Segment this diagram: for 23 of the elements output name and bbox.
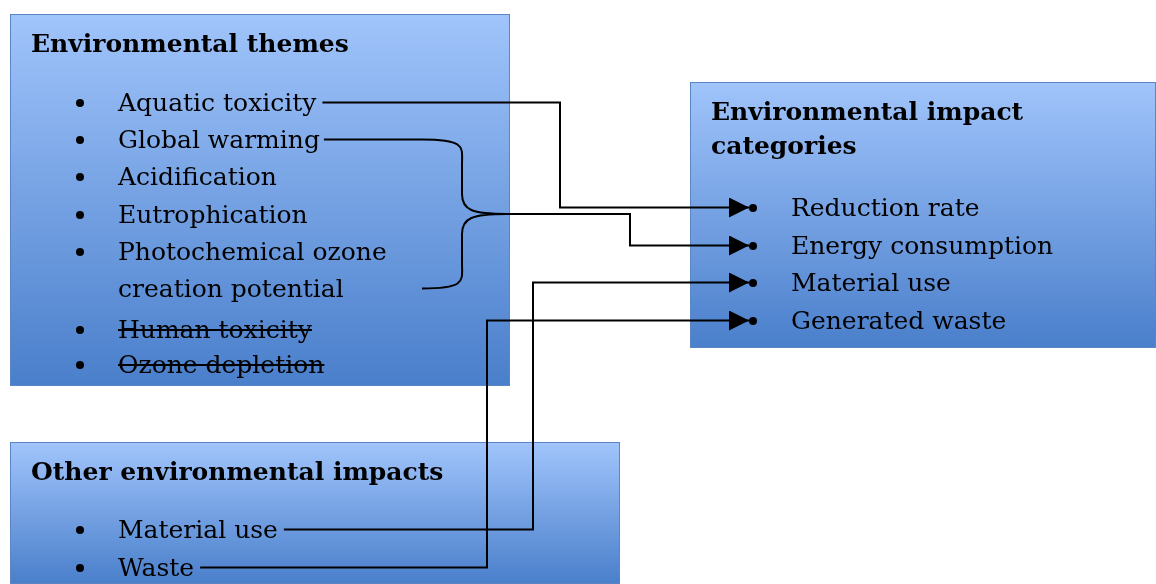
list-item: Global warming — [118, 124, 320, 156]
impact-panel — [10, 442, 620, 584]
panel-heading: Environmental impact categories — [711, 96, 1025, 162]
panel-heading: Environmental themes — [31, 28, 349, 60]
theme-panel — [10, 14, 510, 386]
connector-arrow — [199, 310, 750, 569]
list-item: Photochemical ozone creation potential — [118, 236, 388, 305]
list-item: Waste — [118, 552, 195, 584]
list-item: Generated waste — [791, 305, 1007, 337]
struck-list-item: Human toxicity — [118, 314, 312, 346]
list-item: Material use — [791, 267, 951, 299]
struck-list-item: Ozone depletion — [118, 349, 325, 381]
connector-arrow — [282, 272, 750, 531]
connector-arrow — [321, 101, 750, 218]
list-item: Reduction rate — [791, 192, 980, 224]
list-item: Aquatic toxicity — [118, 87, 317, 119]
list-item: Energy consumption — [791, 230, 1054, 262]
list-item: Acidification — [118, 161, 277, 193]
panel-heading: Other environmental impacts — [31, 456, 444, 488]
list-item: Eutrophication — [118, 199, 308, 231]
category-panel — [690, 82, 1156, 348]
list-item: Material use — [118, 514, 278, 546]
connector-arrow — [322, 138, 750, 290]
